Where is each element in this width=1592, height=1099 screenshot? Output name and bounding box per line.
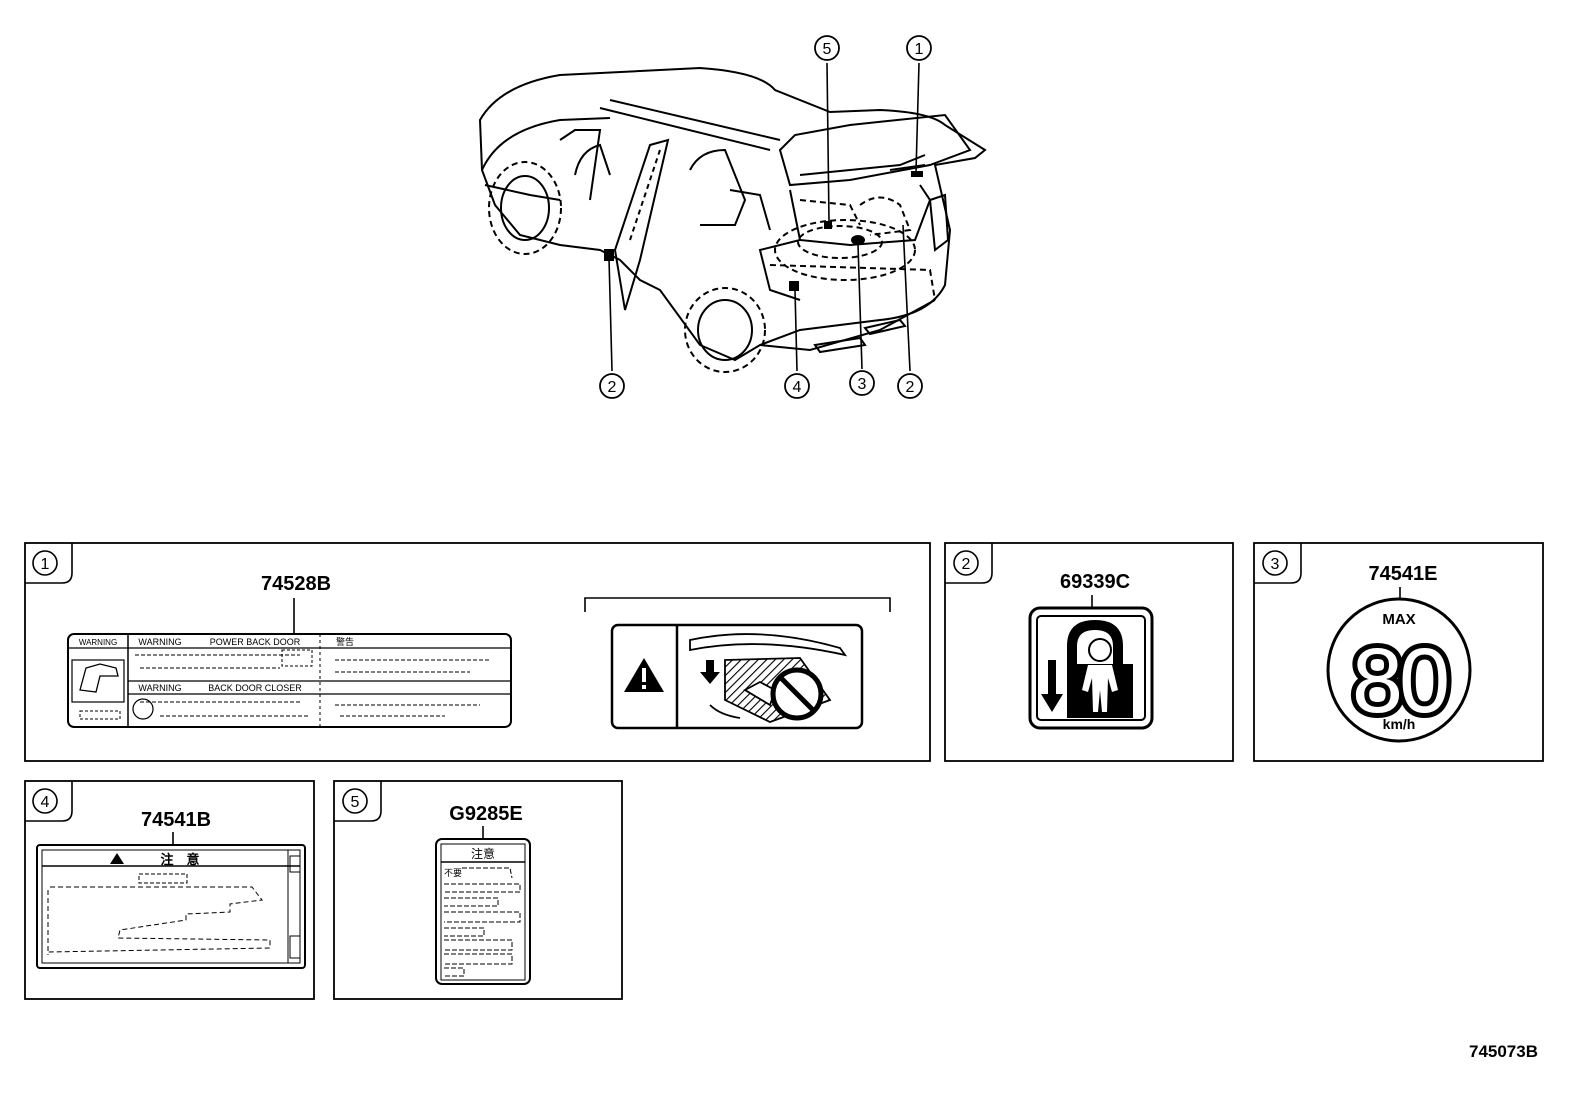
part-code-74541b: 74541B — [141, 809, 211, 831]
part-code-g9285e: G9285E — [449, 803, 522, 825]
callout-leaders — [608, 62, 920, 372]
caution-title: 注 意 — [160, 852, 199, 867]
label-hdr-back-door-closer: BACK DOOR CLOSER — [208, 683, 302, 693]
label-left-header: WARNING — [79, 638, 117, 647]
label-hdr-power-back-door: POWER BACK DOOR — [210, 637, 301, 647]
part-code-69339c: 69339C — [1060, 571, 1130, 593]
panel-1-number: 1 — [41, 556, 50, 573]
down-arrow-icon — [1041, 660, 1063, 712]
label-hdr-warning: WARNING — [138, 637, 181, 647]
down-arrow-icon — [700, 660, 720, 684]
panel-2: 2 69339C — [944, 542, 1234, 762]
panel-4: 4 74541B 注 意 — [24, 780, 315, 1000]
svg-text:4: 4 — [793, 379, 802, 396]
max-text: MAX — [1382, 611, 1415, 628]
svg-text:2: 2 — [608, 379, 617, 396]
svg-text:5: 5 — [823, 41, 832, 58]
panel-3-number: 3 — [1271, 556, 1280, 573]
label-g9285e-title: 注意 — [471, 846, 495, 861]
callout-2-right: 2 — [897, 373, 923, 399]
label-hdr-keikoku: 警告 — [336, 636, 354, 647]
part-code-74528b: 74528B — [261, 573, 331, 595]
label-74541e: MAX 80 km/h — [1326, 597, 1472, 743]
child-icon — [1088, 638, 1112, 662]
svg-text:2: 2 — [906, 379, 915, 396]
panel-4-number: 4 — [41, 794, 50, 811]
label-g9285e: 注意 不要 — [435, 838, 531, 985]
label-pictogram — [610, 623, 864, 730]
panel-3: 3 74541E MAX 80 km/h — [1253, 542, 1544, 762]
drawing-number: 745073B — [1469, 1042, 1538, 1061]
speed-value: 80 — [1352, 630, 1447, 732]
warning-triangle-icon — [110, 853, 124, 864]
svg-text:3: 3 — [858, 376, 867, 393]
panel-1: 1 74528B WARNING WARNING POWER BACK DOOR… — [24, 542, 931, 762]
label-74528b: WARNING WARNING POWER BACK DOOR 警告 WARNI… — [67, 633, 512, 728]
panel-5: 5 G9285E 注意 不要 — [333, 780, 623, 1000]
part-code-74541e: 74541E — [1369, 563, 1438, 585]
svg-text:1: 1 — [915, 41, 924, 58]
callout-2-left: 2 — [599, 373, 625, 399]
callout-1: 1 — [906, 35, 932, 61]
speed-unit: km/h — [1383, 716, 1416, 732]
callout-3: 3 — [849, 370, 875, 396]
label-69339c — [1028, 606, 1154, 730]
label-hdr-warning-2: WARNING — [138, 683, 181, 693]
vehicle-illustration — [478, 66, 987, 373]
label-74541b: 注 意 — [36, 844, 306, 969]
label-g9285e-first-line: 不要 — [444, 868, 462, 878]
panel-2-number: 2 — [962, 556, 971, 573]
panel-5-number: 5 — [351, 794, 360, 811]
callout-4: 4 — [784, 373, 810, 399]
callout-5: 5 — [814, 35, 840, 61]
